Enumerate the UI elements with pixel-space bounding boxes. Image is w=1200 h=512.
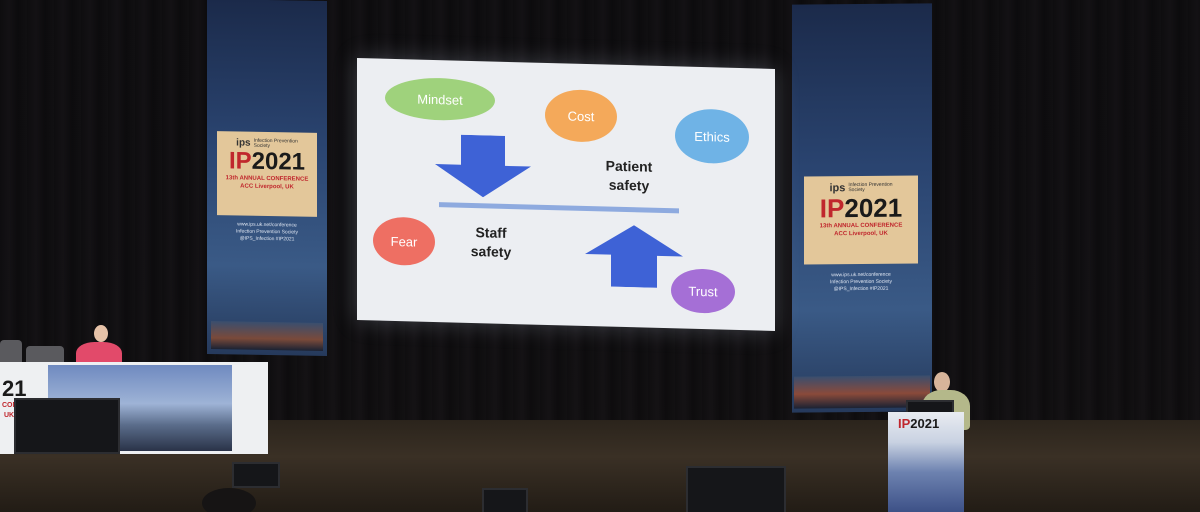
chair — [0, 340, 22, 364]
liverpool-skyline — [211, 321, 323, 351]
up-arrow-icon — [585, 225, 683, 288]
audience-head — [202, 488, 256, 512]
presentation-slide: Mindset Cost Ethics Fear Trust Patient s… — [357, 58, 775, 331]
down-arrow-icon — [435, 134, 531, 198]
patient-safety-label: Patient safety — [605, 157, 653, 194]
divider-line — [439, 202, 679, 214]
fear-label: Fear — [390, 233, 418, 250]
podium-label: IP2021 — [898, 416, 940, 431]
stage-speaker — [232, 462, 280, 488]
banner-contact: www.ips.uk.net/conference Infection Prev… — [830, 271, 892, 293]
mindset-cloud: Mindset — [385, 76, 495, 122]
confidence-monitor — [14, 398, 120, 454]
ethics-cloud: Ethics — [675, 108, 749, 165]
staff-safety-label: Staff safety — [470, 224, 512, 261]
speaker-head — [934, 372, 950, 392]
table-uk-text: UK — [4, 412, 15, 419]
event-title: IP2021 — [228, 147, 306, 176]
banner-contact: www.ips.uk.net/conference Infection Prev… — [236, 221, 298, 243]
confidence-monitor — [686, 466, 786, 512]
podium: IP2021 — [888, 412, 964, 512]
stage-speaker — [482, 488, 528, 512]
cost-cloud: Cost — [545, 88, 617, 143]
table-year-text: 21 — [2, 376, 27, 401]
panelist-head — [94, 325, 108, 342]
fear-cloud: Fear — [373, 216, 435, 267]
mindset-label: Mindset — [417, 91, 463, 108]
trust-label: Trust — [688, 283, 718, 299]
conference-line-2: ACC Liverpool, UK — [834, 230, 888, 238]
event-title: IP2021 — [819, 192, 903, 224]
ethics-label: Ethics — [694, 128, 730, 145]
cost-label: Cost — [567, 108, 595, 124]
chair — [26, 346, 64, 364]
